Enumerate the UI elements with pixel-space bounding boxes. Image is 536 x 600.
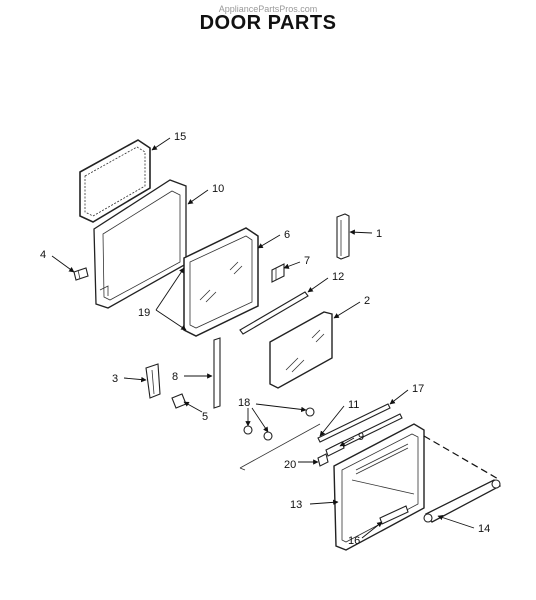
part-4-screw[interactable]	[73, 267, 89, 281]
page-title: DOOR PARTS	[199, 12, 337, 34]
callout-16: 16	[348, 535, 360, 547]
callout-5: 5	[202, 411, 208, 423]
callout-10: 10	[212, 183, 224, 195]
part-15-gasket[interactable]	[79, 139, 151, 223]
part-20-clip[interactable]	[317, 453, 329, 467]
part-8-side-trim[interactable]	[213, 337, 221, 409]
callout-9: 9	[358, 431, 364, 443]
callout-12: 12	[332, 271, 344, 283]
callout-14: 14	[478, 523, 490, 535]
part-2-inner-glass[interactable]	[269, 311, 333, 389]
part-12-retainer-rod[interactable]	[239, 291, 309, 335]
part-11-rod[interactable]	[317, 403, 391, 443]
part-5-screw[interactable]	[171, 393, 187, 409]
callout-7: 7	[304, 255, 310, 267]
callout-18: 18	[238, 397, 250, 409]
part-14-handle[interactable]	[423, 435, 502, 523]
part-7-clip[interactable]	[271, 263, 285, 283]
callout-19: 19	[138, 307, 150, 319]
callout-20: 20	[284, 459, 296, 471]
callout-8: 8	[172, 371, 178, 383]
callout-11: 11	[348, 399, 359, 411]
callout-4: 4	[40, 249, 46, 261]
part-13-outer-door[interactable]	[333, 423, 425, 551]
part-10-inner-door-frame[interactable]	[93, 179, 187, 309]
part-9-vent[interactable]	[325, 441, 345, 457]
callout-6: 6	[284, 229, 290, 241]
leader-lines	[51, 137, 475, 539]
watermark: AppliancePartsPros.com	[218, 4, 318, 14]
callout-17: 17	[412, 383, 424, 395]
part-18-screws[interactable]	[239, 407, 321, 471]
part-3-hinge[interactable]	[145, 363, 161, 399]
callout-2: 2	[364, 295, 370, 307]
part-6-glass-pack[interactable]	[183, 227, 259, 337]
part-1-hinge-receptacle[interactable]	[336, 213, 350, 260]
callout-3: 3	[112, 373, 118, 385]
callout-13: 13	[290, 499, 302, 511]
callout-15: 15	[174, 131, 186, 143]
callout-1: 1	[376, 228, 382, 240]
